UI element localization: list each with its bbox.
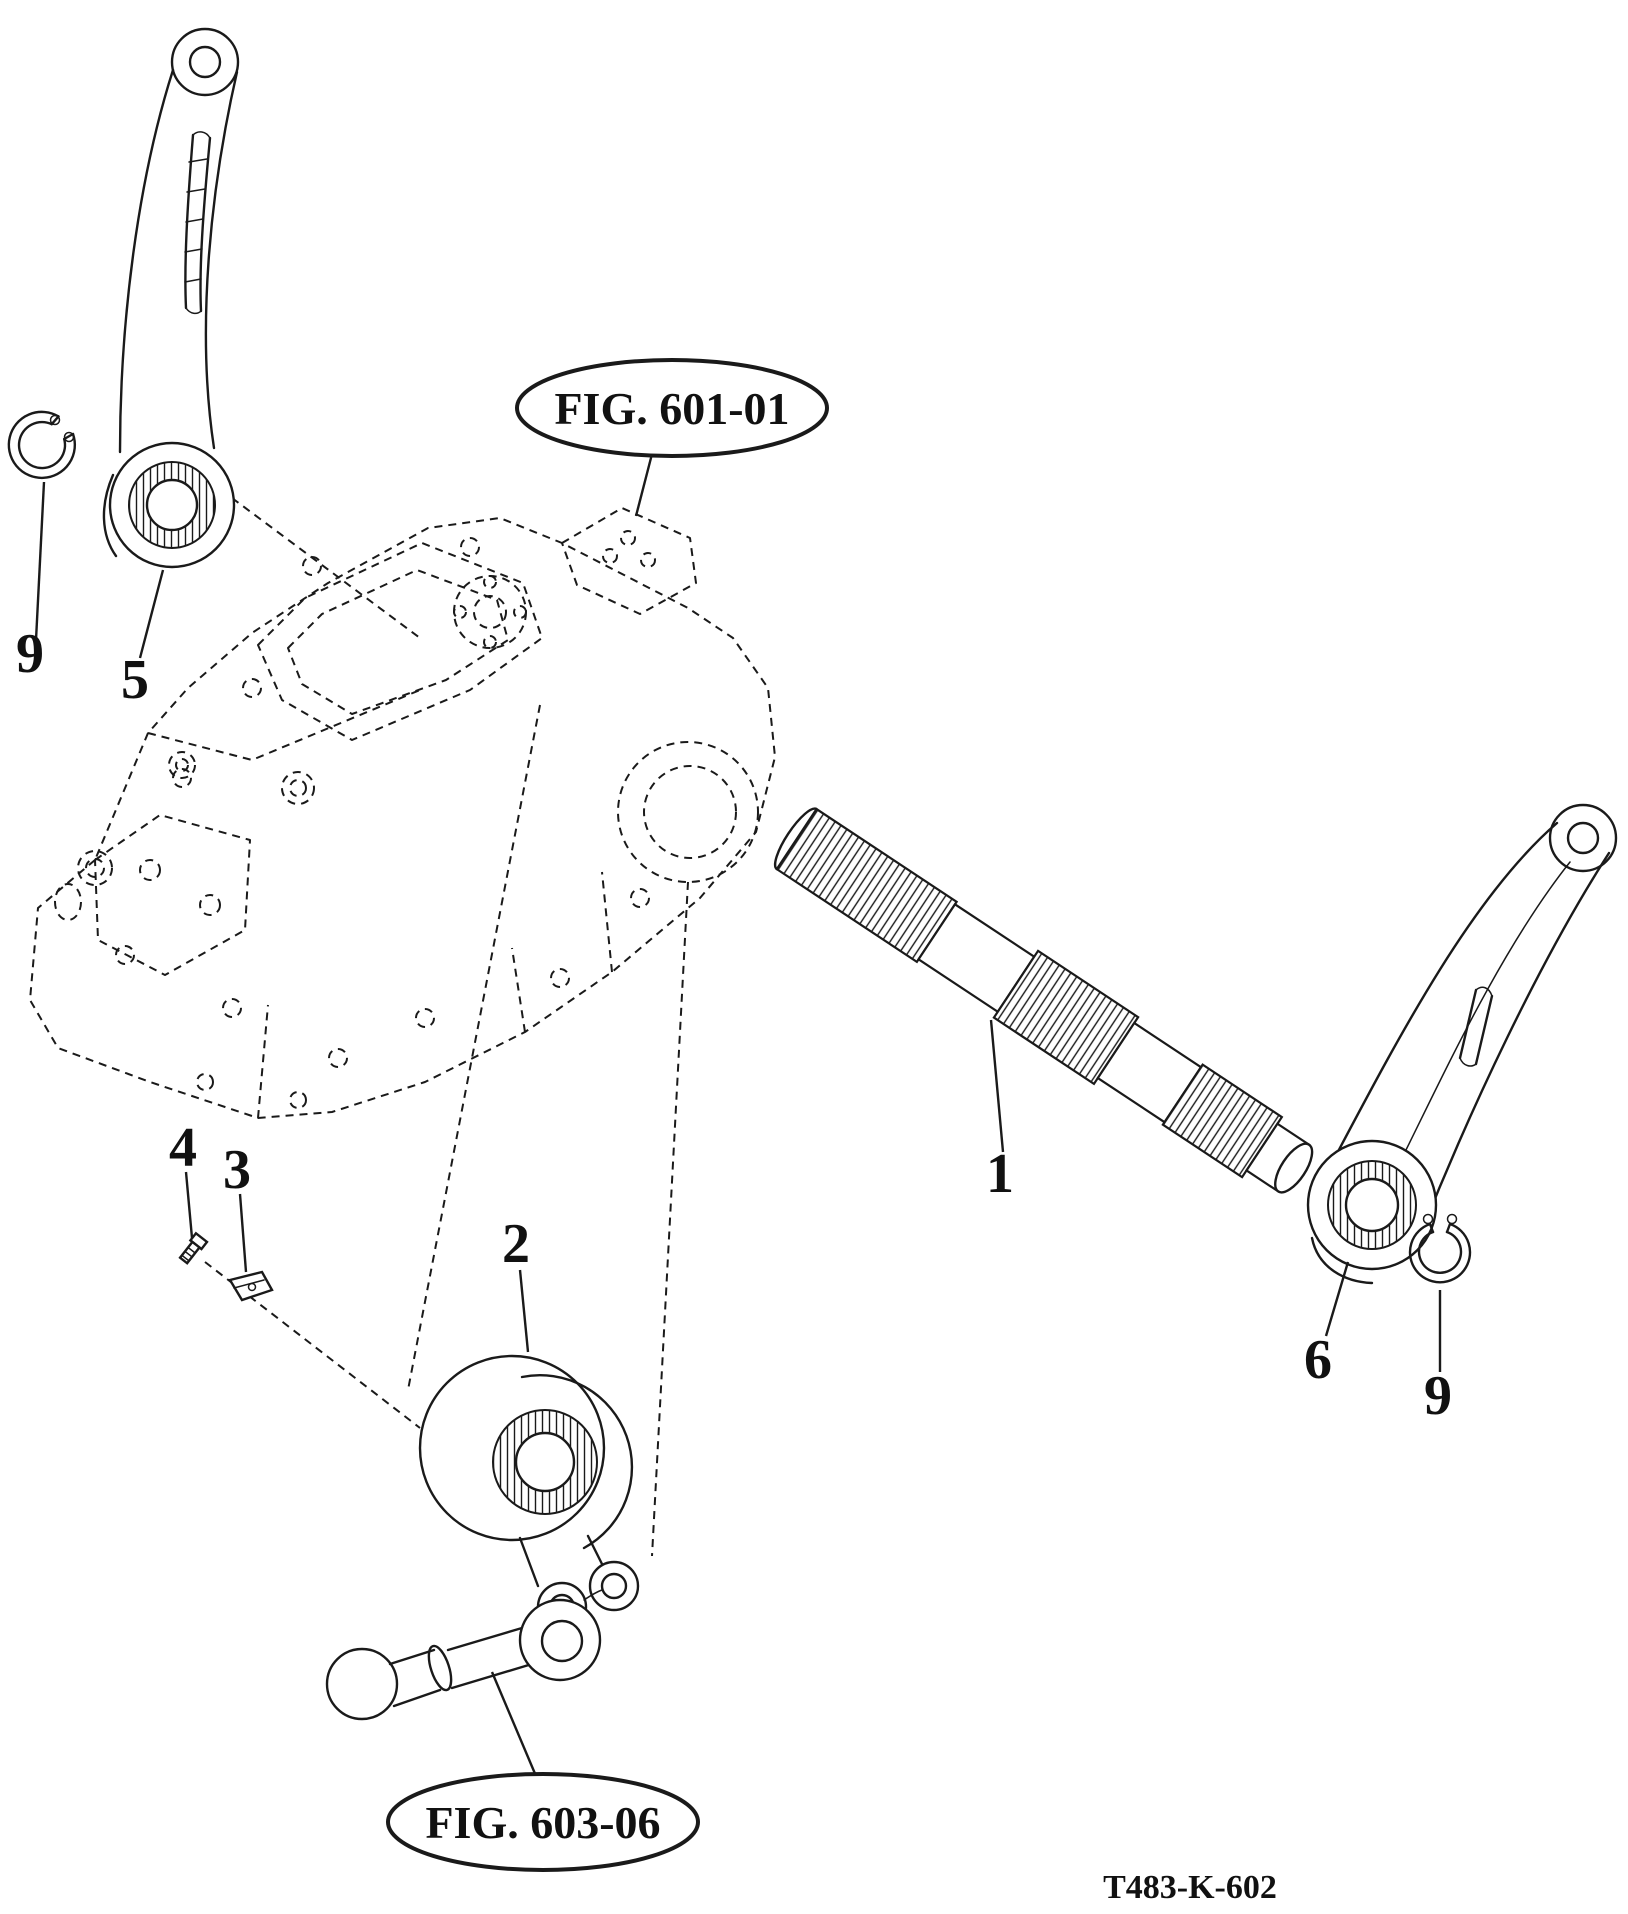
wedge-key (228, 1270, 274, 1302)
drawing-code: T483-K-602 (1103, 1869, 1277, 1906)
callout-fig-601-01-label: FIG. 601-01 (554, 383, 789, 434)
callout-fig-603-06: FIG. 603-06 (386, 1772, 700, 1872)
part-label-5: 5 (121, 649, 149, 711)
part-label-1: 1 (986, 1143, 1014, 1205)
snap-ring-left (7, 410, 77, 480)
set-screw (178, 1231, 209, 1265)
part-label-2: 2 (502, 1213, 530, 1275)
part-label-9-right: 9 (1424, 1365, 1452, 1427)
part-labels: 9 5 4 3 2 1 6 9 (16, 623, 1452, 1427)
callout-fig-603-06-label: FIG. 603-06 (425, 1797, 660, 1848)
center-lift-arm (418, 1354, 640, 1633)
part-label-6: 6 (1304, 1329, 1332, 1391)
lift-rod-link (325, 1598, 602, 1721)
part-label-4: 4 (169, 1117, 197, 1179)
callout-fig-601-01: FIG. 601-01 (515, 358, 829, 458)
lift-shaft (773, 807, 1314, 1194)
label-leader-lines (34, 453, 1442, 1777)
lift-arm-left (102, 27, 240, 569)
lift-arm-right (1306, 803, 1618, 1285)
part-label-3: 3 (223, 1139, 251, 1201)
hydraulic-cover-housing (29, 507, 776, 1119)
snap-ring-right (1408, 1213, 1472, 1284)
part-label-9-left: 9 (16, 623, 44, 685)
